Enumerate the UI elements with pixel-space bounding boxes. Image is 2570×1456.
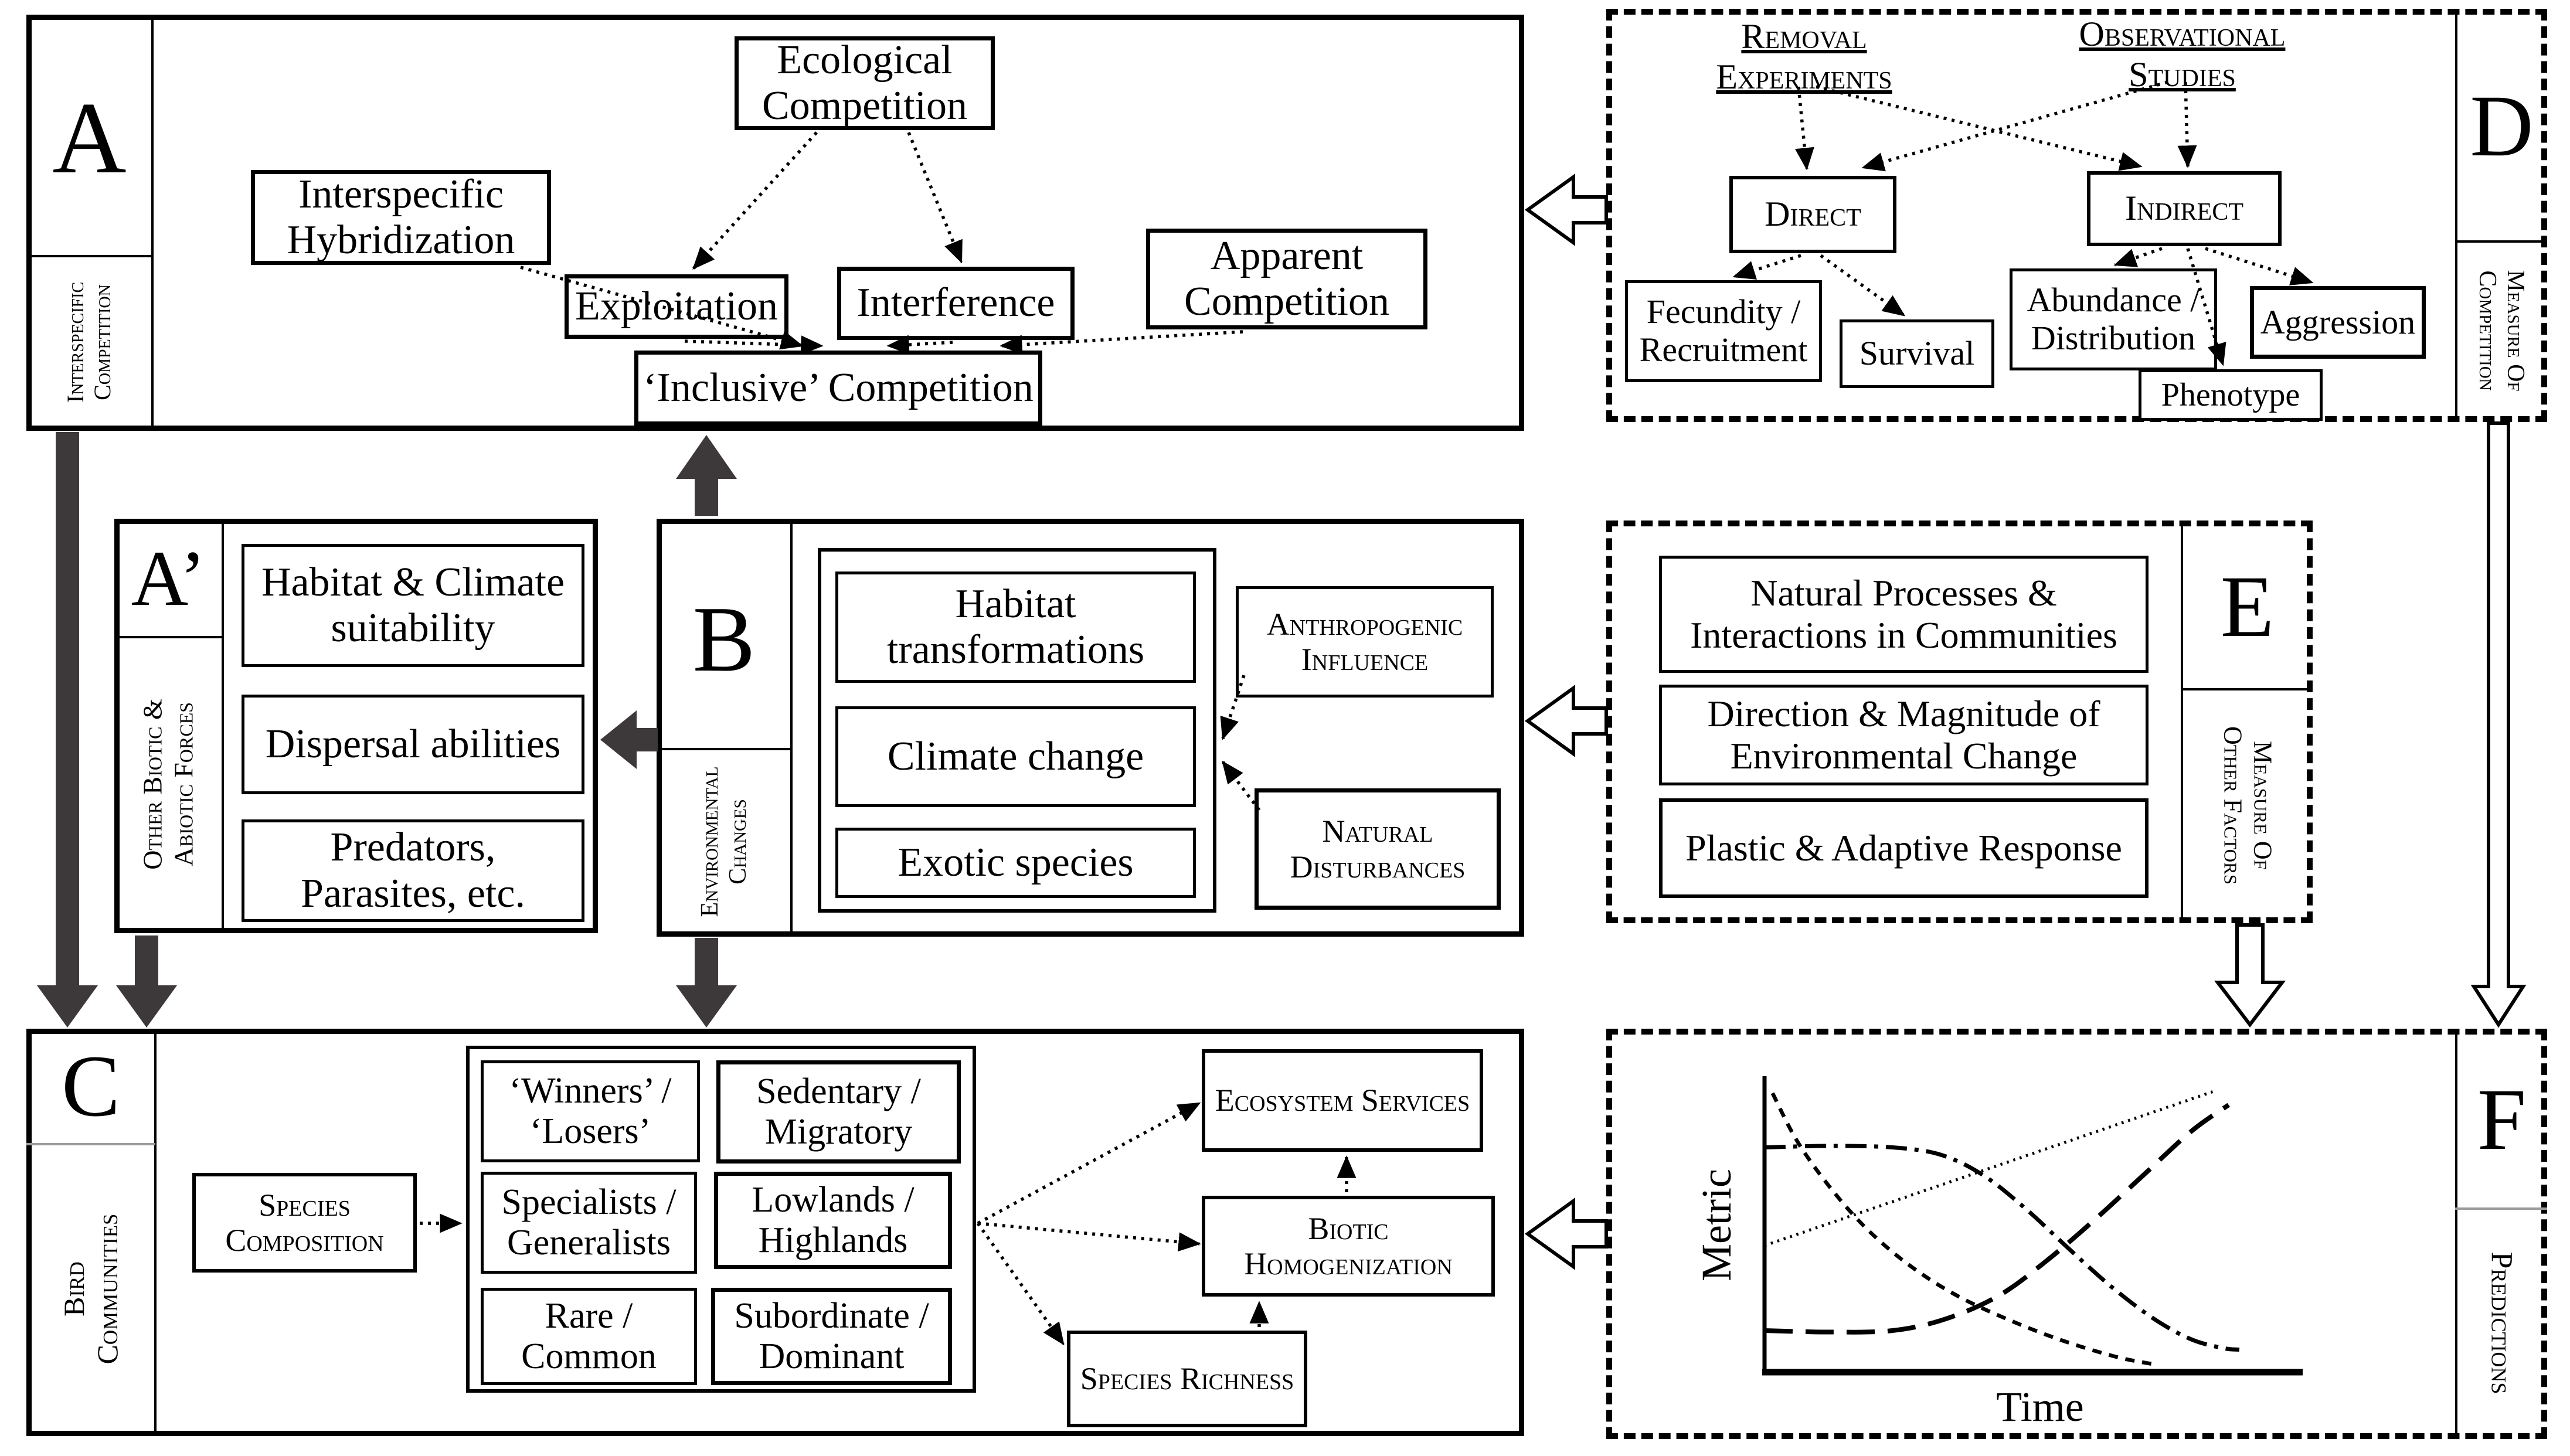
panel-b-letter-divider (657, 748, 791, 750)
chart-series-plateau-then-increase (1764, 1103, 2231, 1335)
panel-e (1606, 521, 2313, 923)
box-ecological-competition: Ecological Competition (735, 36, 995, 130)
panel-c (26, 1029, 1524, 1436)
box-plastic-adaptive: Plastic & Adaptive Response (1659, 798, 2149, 898)
panel-c-side-label: Bird Communities (57, 1213, 124, 1365)
box-dispersal-abilities: Dispersal abilities (242, 695, 584, 794)
arrow-b-to-a-prime (600, 710, 658, 769)
chart-series-steep-continuous-decline (1770, 1092, 2154, 1366)
panel-a-prime (114, 519, 598, 933)
panel-a-prime-side-label: Other Biotic & Abiotic Forces (137, 699, 199, 870)
panel-f-letter: F (2477, 1071, 2527, 1168)
box-indirect: Indirect (2087, 171, 2282, 246)
box-ecosystem-services: Ecosystem Services (1202, 1049, 1483, 1152)
box-phenotype: Phenotype (2139, 369, 2323, 421)
box-inclusive-competition: ‘Inclusive’ Competition (634, 351, 1042, 426)
box-natural-processes: Natural Processes & Interactions in Comm… (1659, 556, 2149, 673)
chart-series-plateau-then-decline (1764, 1144, 2240, 1352)
chart-y-axis-label: Metric (1692, 1169, 1740, 1281)
panel-c-label-divider (154, 1029, 157, 1436)
arrow-e-to-f (2214, 923, 2286, 1028)
panel-b (657, 519, 1524, 937)
panel-a-prime-letter-divider (114, 636, 223, 638)
panel-a (26, 15, 1524, 431)
box-species-composition: Species Composition (192, 1173, 417, 1273)
panel-d-letter-divider (2455, 240, 2547, 243)
arrow-b-to-c (676, 938, 737, 1028)
box-survival: Survival (1840, 319, 1994, 388)
panel-b-side-label: Environmental Changes (696, 766, 752, 917)
box-habitat-transformations: Habitat transformations (835, 571, 1196, 683)
chart-series-linear-increase (1764, 1090, 2214, 1247)
panel-b-letter: B (692, 586, 756, 691)
box-subordinate-dominant: Subordinate / Dominant (711, 1288, 952, 1385)
box-species-richness: Species Richness (1067, 1331, 1307, 1427)
box-biotic-homogenization: Biotic Homogenization (1202, 1196, 1495, 1297)
panel-f-letter-divider (2455, 1207, 2547, 1210)
header-observational-studies: Observational Studies (2079, 15, 2286, 94)
panel-a-letter-divider (26, 255, 152, 257)
panel-d-side-label: Measure Of Competition (2474, 270, 2530, 392)
panel-a-prime-label-divider (222, 519, 224, 933)
panel-a-label-divider (151, 15, 154, 431)
panel-d-label-divider (2455, 9, 2457, 422)
arrow-f-to-c (1524, 1198, 1608, 1270)
panel-d (1606, 9, 2547, 422)
box-exotic-species: Exotic species (835, 828, 1196, 898)
box-climate-change: Climate change (835, 706, 1196, 807)
box-rare-common: Rare / Common (481, 1288, 697, 1385)
box-direction-magnitude: Direction & Magnitude of Environmental C… (1659, 685, 2149, 785)
box-lowlands-highlands: Lowlands / Highlands (714, 1172, 952, 1269)
box-direct: Direct (1729, 176, 1896, 253)
arrow-a-to-c (37, 432, 98, 1028)
arrow-e-to-b (1524, 685, 1608, 757)
panel-e-letter-divider (2181, 688, 2313, 690)
arrow-d-to-a (1524, 174, 1608, 246)
box-aggression: Aggression (2250, 286, 2426, 359)
panel-a-letter: A (52, 80, 127, 195)
chart-x-axis-label: Time (1996, 1383, 2084, 1430)
panel-e-letter: E (2220, 558, 2275, 655)
panel-c-letter-divider (26, 1143, 155, 1145)
box-exploitation: Exploitation (565, 274, 788, 339)
box-habitat-climate-suitability: Habitat & Climate suitability (242, 544, 584, 667)
box-abundance-distribution: Abundance / Distribution (2010, 268, 2217, 370)
arrow-b-to-a (676, 435, 737, 516)
box-sedentary-migratory: Sedentary / Migratory (716, 1060, 961, 1164)
box-interference: Interference (837, 267, 1075, 340)
box-winners-losers: ‘Winners’ / ‘Losers’ (481, 1060, 700, 1162)
box-interspecific-hybridization: Interspecific Hybridization (251, 170, 551, 265)
panel-b-label-divider (790, 519, 793, 937)
arrow-d-to-f (2470, 421, 2527, 1028)
panel-e-side-label: Measure Of Other Factors (2218, 726, 2277, 885)
panel-d-letter: D (2470, 77, 2534, 175)
box-specialists-generalists: Specialists / Generalists (481, 1172, 697, 1274)
arrow-a-prime-to-c (116, 935, 177, 1028)
panel-a-side-label: Interspecific Competition (62, 281, 115, 403)
panel-f-side-label: Predictions (2484, 1251, 2518, 1394)
panel-f-label-divider (2455, 1029, 2457, 1439)
header-removal-experiments: Removal Experiments (1716, 17, 1892, 96)
box-anthropogenic-influence: Anthropogenic Influence (1236, 586, 1494, 698)
panel-e-label-divider (2181, 521, 2183, 923)
predictions-chart (1762, 1076, 2303, 1376)
panel-c-letter: C (61, 1037, 121, 1135)
box-natural-disturbances: Natural Disturbances (1255, 788, 1501, 910)
box-fecundity-recruitment: Fecundity / Recruitment (1625, 280, 1822, 382)
box-apparent-competition: Apparent Competition (1146, 229, 1427, 329)
panel-a-prime-letter: A’ (131, 535, 206, 622)
box-predators-parasites: Predators, Parasites, etc. (242, 819, 584, 922)
panel-f (1606, 1029, 2547, 1439)
